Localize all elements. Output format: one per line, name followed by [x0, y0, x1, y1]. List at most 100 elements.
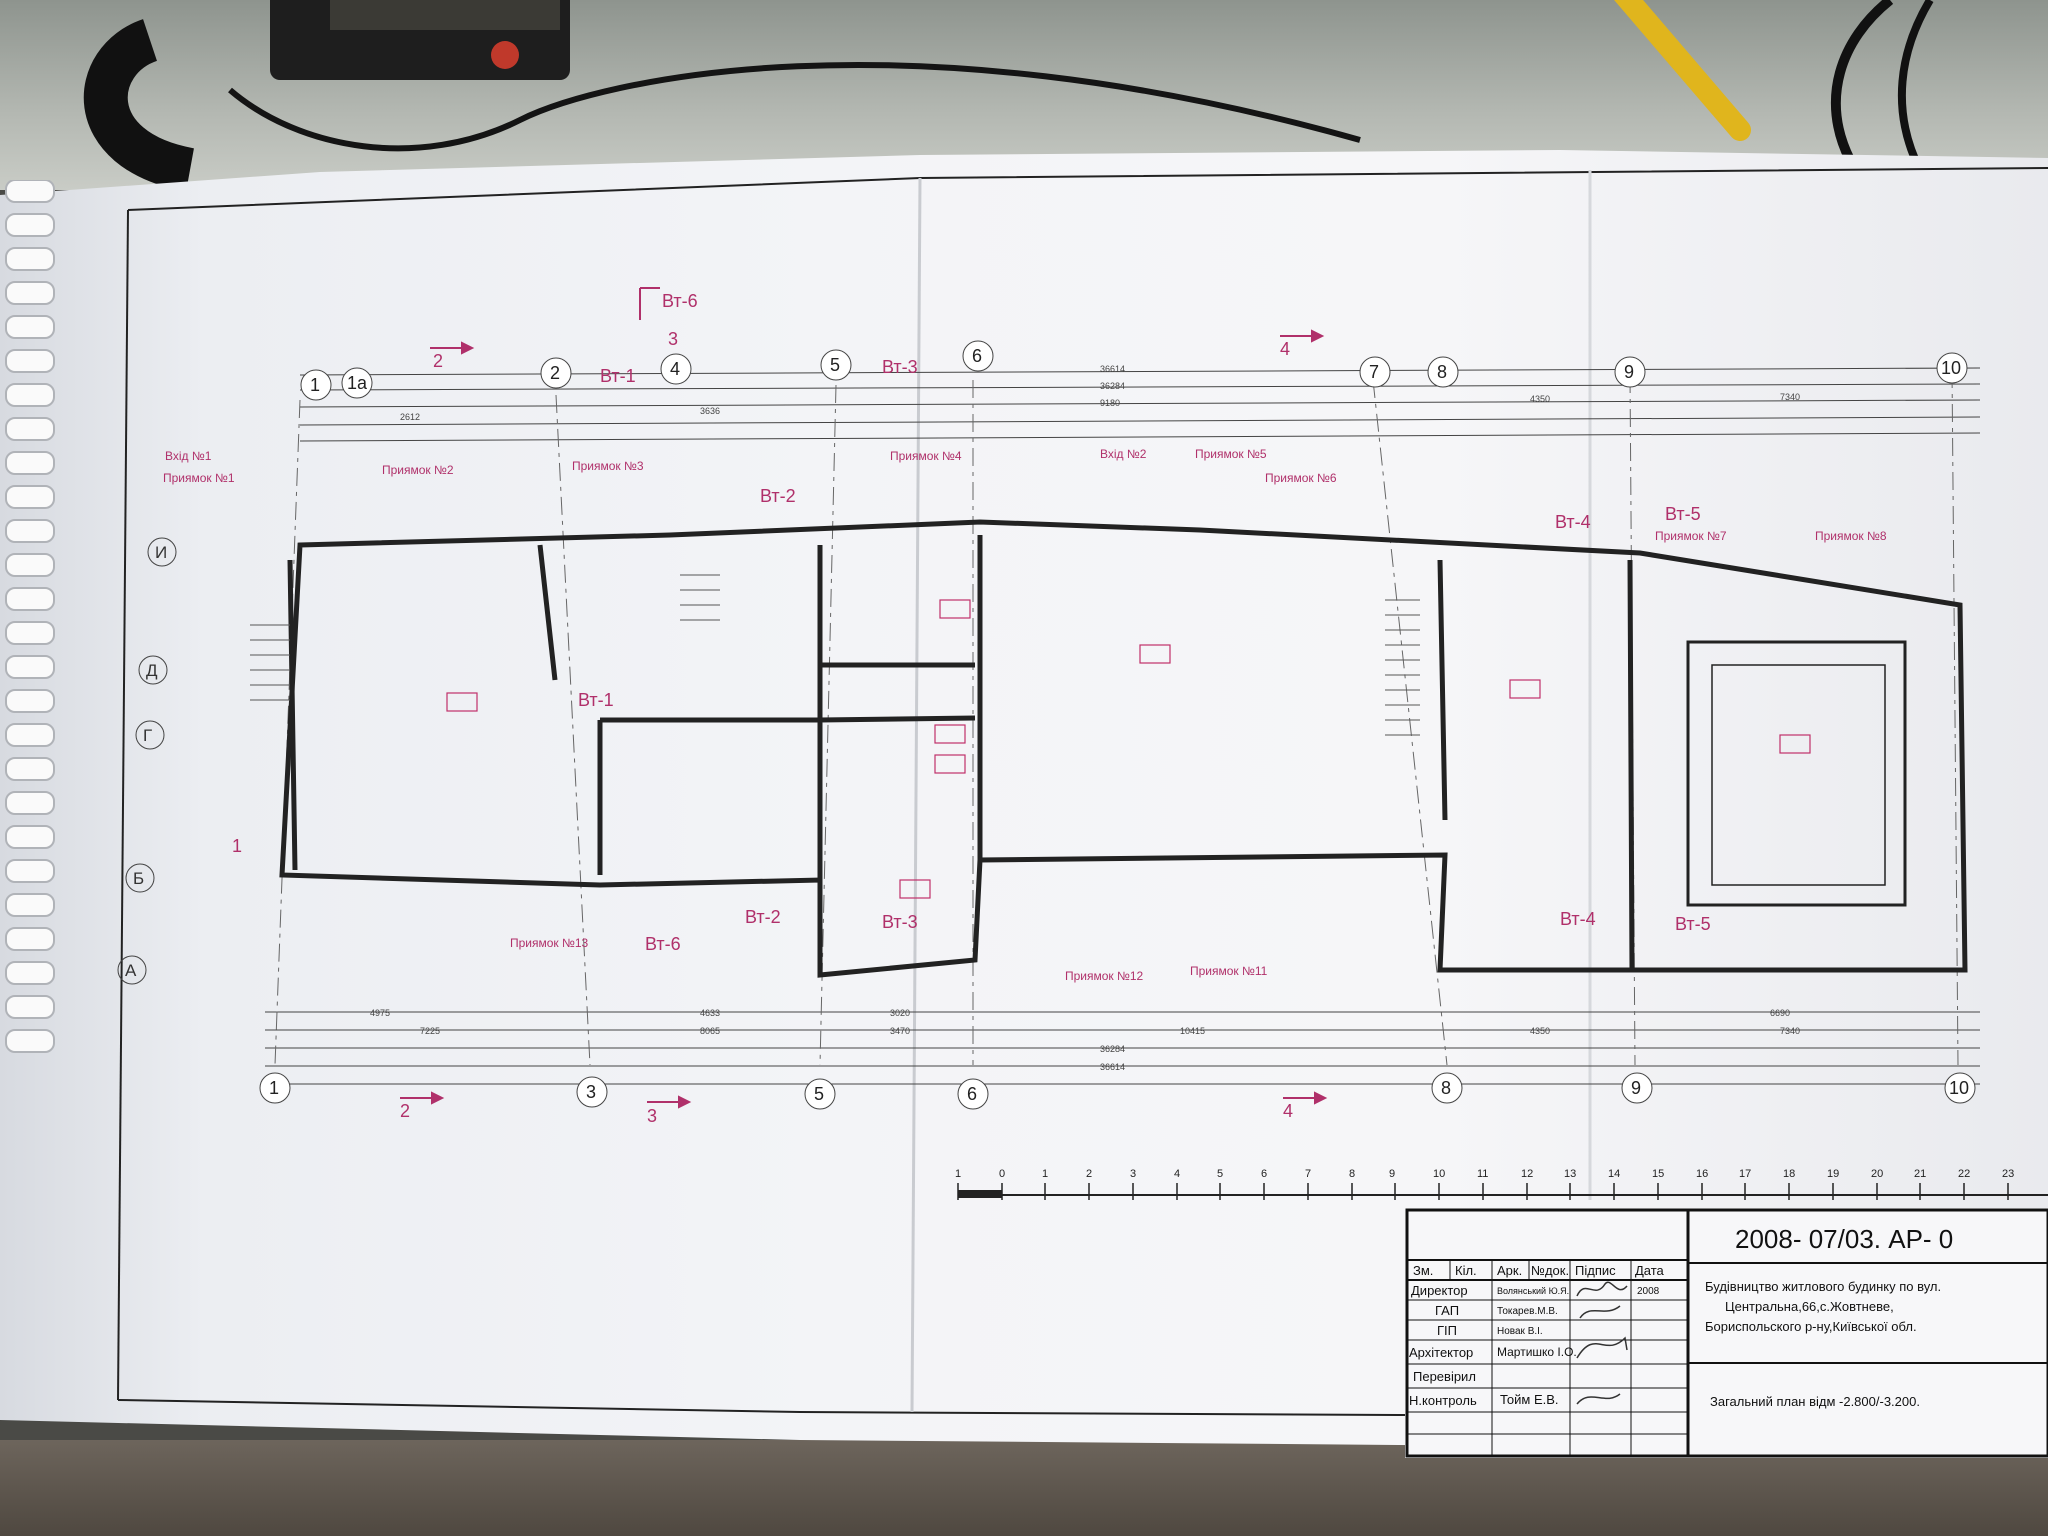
row-А-label: А	[125, 961, 137, 980]
frame-bottom	[117, 1399, 1406, 1416]
bottom-axis-bubbles: 1 3 5 6 8 9 10	[259, 1072, 1976, 1110]
label-pit-8: Приямок №8	[1815, 529, 1887, 543]
axis-top-1: 1	[310, 375, 320, 395]
scale-tick-label: 16	[1696, 1168, 1708, 1180]
axis-top-9: 9	[1624, 362, 1634, 382]
spiral-binding	[5, 180, 55, 1053]
name-gip: Новак В.І.	[1497, 1326, 1543, 1337]
dim-t5: 7340	[1780, 392, 1800, 402]
axis-bottom-9: 9	[1631, 1078, 1641, 1098]
row-И-label: И	[155, 543, 167, 562]
role-director: Директор	[1411, 1283, 1468, 1298]
label-pit-7: Приямок №7	[1655, 529, 1727, 543]
name-director: Волянський Ю.Я.	[1497, 1286, 1569, 1296]
dim-b5: 4350	[1530, 1026, 1550, 1036]
section-vt6-bottom: Вт-6	[645, 934, 681, 954]
sheet-title: Загальний план відм -2.800/-3.200.	[1710, 1394, 1920, 1409]
role-norm-control: Н.контроль	[1409, 1393, 1477, 1408]
stair-hatching	[250, 574, 1420, 736]
role-gap: ГАП	[1435, 1303, 1459, 1318]
col-ndok: №док.	[1531, 1263, 1569, 1278]
cable-right-2	[1897, 0, 1934, 172]
section-marks: Вт-1 Вт-1 Вт-2 Вт-2 Вт-3 Вт-3 Вт-4 Вт-4 …	[232, 291, 1711, 1126]
top-axis-bubbles: 1 1а 2 4 5 6 7 8 9 10	[300, 340, 1968, 401]
dim-t2: 3636	[700, 406, 720, 416]
label-pit-12: Приямок №12	[1065, 969, 1144, 983]
project-line-3: Бориспольского р-ну,Київської обл.	[1705, 1319, 1917, 1334]
name-norm-control: Тойм Е.В.	[1500, 1392, 1559, 1407]
pit-labels: Вхід №1 Приямок №1 Приямок №2 Приямок №3…	[163, 447, 1887, 983]
scale-tick-label: 3	[1130, 1168, 1136, 1180]
role-architect: Архітектор	[1409, 1345, 1473, 1360]
scale-tick-label: 1	[1042, 1168, 1048, 1180]
project-line-1: Будівництво житлового будинку по вул.	[1705, 1279, 1941, 1294]
scale-tick-label: 2	[1086, 1168, 1092, 1180]
dim-b3: 3470	[890, 1026, 910, 1036]
dim-b4: 10415	[1180, 1026, 1205, 1036]
dim-mid-top: 36284	[1100, 381, 1125, 391]
signatures	[1576, 1281, 1628, 1405]
axis-bottom-5: 5	[814, 1084, 824, 1104]
label-pit-5: Приямок №5	[1195, 447, 1267, 461]
scale-tick-label: 12	[1521, 1168, 1533, 1180]
axis-top-6: 6	[972, 346, 982, 366]
section-3-bottom: 3	[647, 1106, 657, 1126]
dim-mid-bottom: 36284	[1100, 1044, 1125, 1054]
section-vt3-top: Вт-3	[882, 357, 918, 377]
scale-tick-label: 4	[1174, 1168, 1180, 1180]
axis-bottom-1: 1	[269, 1078, 279, 1098]
scale-tick-label: 5	[1217, 1168, 1223, 1180]
axis-bottom-3: 3	[586, 1082, 596, 1102]
section-vt4-top: Вт-4	[1555, 512, 1591, 532]
dim-t4: 4350	[1530, 394, 1550, 404]
name-architect: Мартишко І.О.	[1497, 1345, 1577, 1359]
col-data: Дата	[1635, 1263, 1665, 1278]
scale-tick-label: 13	[1564, 1168, 1576, 1180]
cable	[228, 61, 1361, 152]
section-vt1-top: Вт-1	[600, 366, 636, 386]
scale-tick-label: 8	[1349, 1168, 1355, 1180]
axis-top-8: 8	[1437, 362, 1447, 382]
scale-tick-label: 14	[1608, 1168, 1620, 1180]
dim-c2: 4633	[700, 1008, 720, 1018]
frame-top	[127, 167, 2048, 211]
scale-tick-label: 6	[1261, 1168, 1267, 1180]
section-vt5-top: Вт-5	[1665, 504, 1701, 524]
dim-total-bottom: 36614	[1100, 1062, 1125, 1072]
axis-top-1a: 1а	[347, 373, 368, 393]
scale-tick-label: 9	[1389, 1168, 1395, 1180]
dim-b2: 8065	[700, 1026, 720, 1036]
dim-t1: 2612	[400, 412, 420, 422]
col-pidpys: Підпис	[1575, 1263, 1616, 1278]
section-3-top: 3	[668, 329, 678, 349]
axis-top-7: 7	[1369, 362, 1379, 382]
name-gap: Токарев.М.В.	[1497, 1306, 1558, 1317]
desk-objects	[83, 0, 1934, 190]
dim-total-top: 36614	[1100, 364, 1125, 374]
section-vt3-bottom: Вт-3	[882, 912, 918, 932]
grid-axis-lines	[274, 369, 1959, 1066]
section-vt1: Вт-1	[578, 690, 614, 710]
row-Г-label: Г	[143, 726, 152, 745]
label-pit-1: Приямок №1	[163, 471, 235, 485]
label-entry-2: Вхід №2	[1100, 447, 1147, 461]
scale-tick-label: 0	[999, 1168, 1005, 1180]
top-dimension-lines	[299, 367, 1981, 442]
section-vt2-top: Вт-2	[760, 486, 796, 506]
dim-c3: 3020	[890, 1008, 910, 1018]
building-walls	[279, 519, 1968, 978]
col-ark: Арк.	[1497, 1263, 1522, 1278]
section-2-bottom: 2	[400, 1101, 410, 1121]
dim-b1: 7225	[420, 1026, 440, 1036]
axis-bottom-10: 10	[1949, 1078, 1969, 1098]
charger-led	[491, 41, 519, 69]
room-tags	[446, 599, 1811, 899]
scale-tick-label: 1	[955, 1168, 961, 1180]
section-2-top: 2	[433, 351, 443, 371]
axis-top-2: 2	[550, 363, 560, 383]
label-pit-3: Приямок №3	[572, 459, 644, 473]
section-vt6-top: Вт-6	[662, 291, 698, 311]
scale-tick-label: 22	[1958, 1168, 1970, 1180]
scale-tick-label: 21	[1914, 1168, 1926, 1180]
